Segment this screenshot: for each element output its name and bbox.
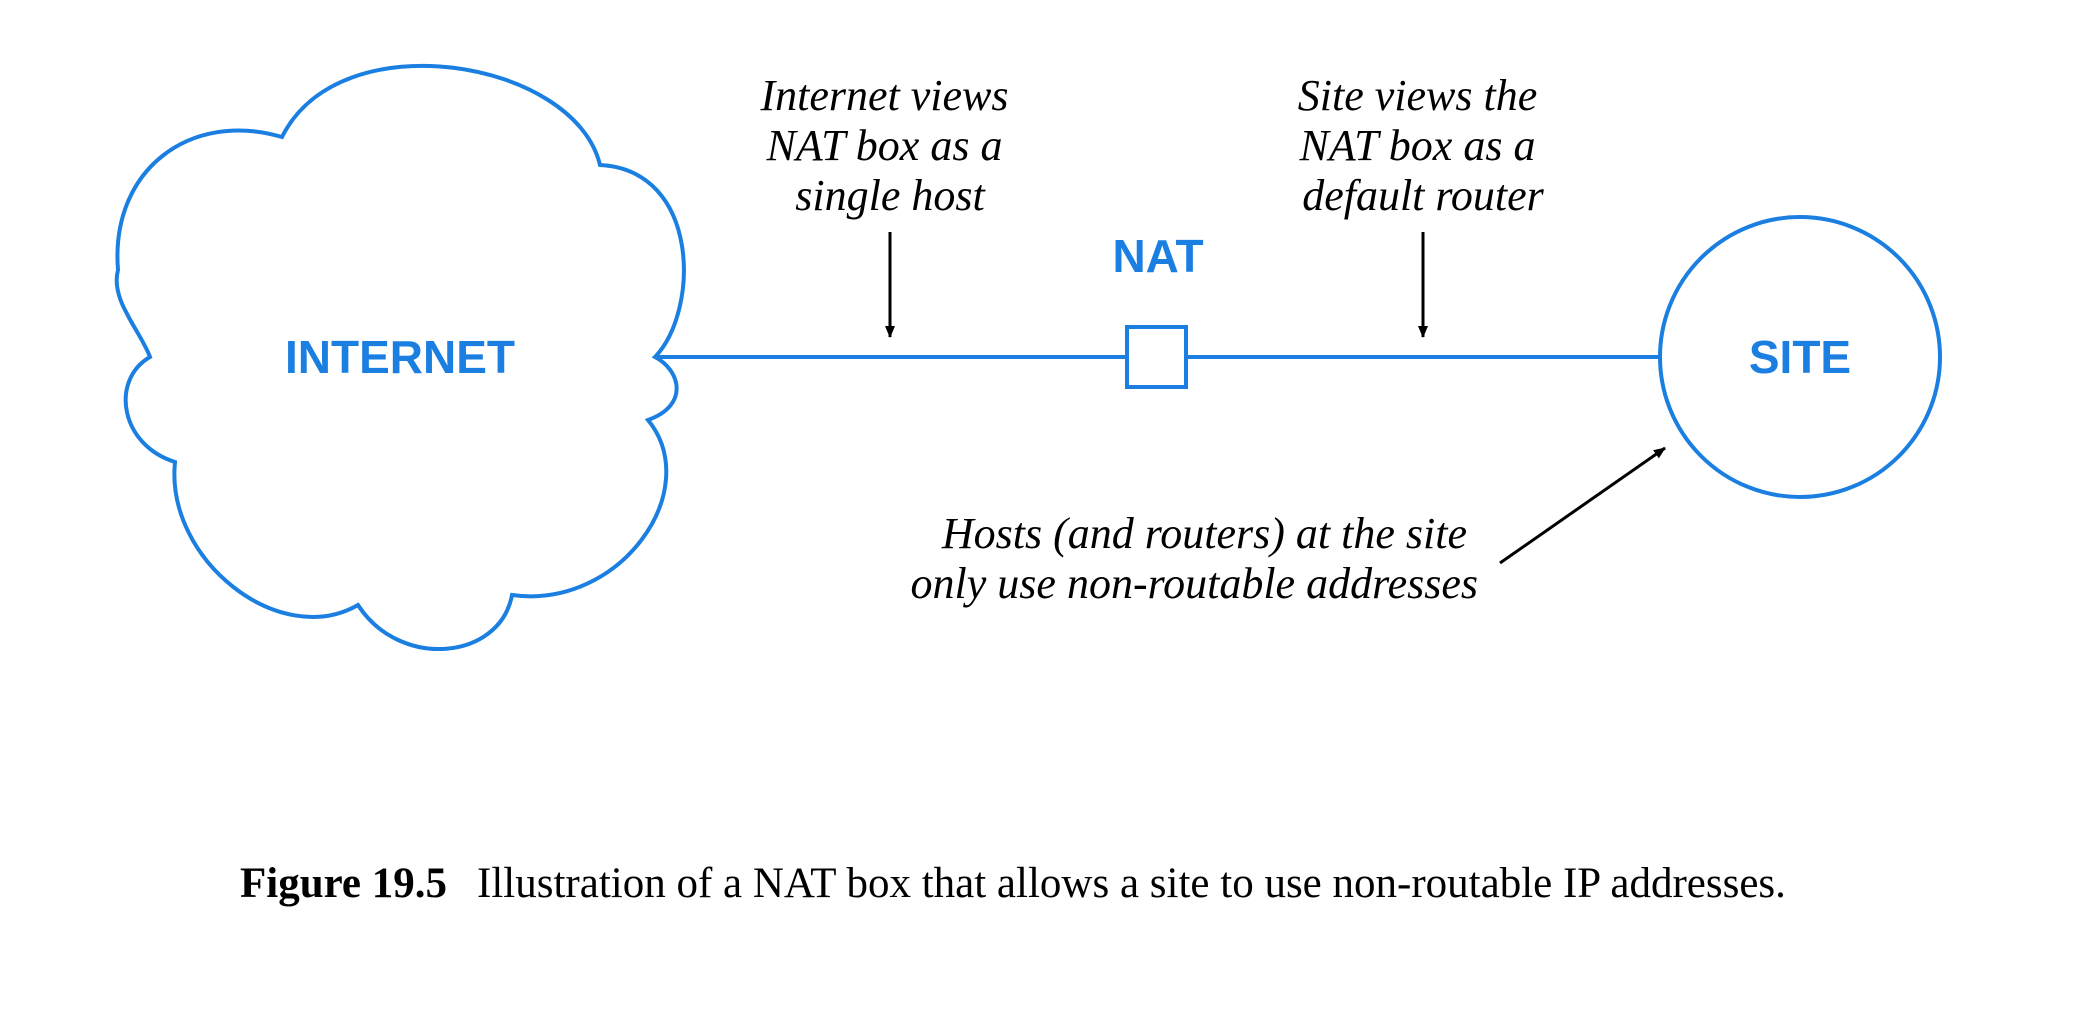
figure-number: Figure 19.5 [240, 860, 448, 907]
site-circle [1658, 215, 1942, 499]
nat-box [1125, 325, 1188, 389]
hosts-annotation: Hosts (and routers) at the site only use… [911, 509, 1478, 608]
internet-cloud [114, 63, 686, 651]
hosts-line-2: only use non-routable addresses [911, 559, 1478, 608]
site-view-line-2: NAT box as a [1299, 121, 1536, 170]
site-view-line-3: default router [1302, 171, 1544, 220]
figure-caption-text: Illustration of a NAT box that allows a … [477, 860, 1786, 907]
internet-view-annotation: Internet views NAT box as a single host [759, 71, 1019, 220]
internet-view-line-3: single host [795, 171, 986, 220]
figure-caption: Figure 19.5 Illustration of a NAT box th… [240, 855, 1860, 912]
site-label: SITE [1749, 331, 1851, 383]
site-view-annotation: Site views the NAT box as a default rout… [1298, 71, 1549, 220]
internet-label: INTERNET [285, 331, 515, 383]
internet-view-line-1: Internet views [759, 71, 1008, 120]
internet-view-line-2: NAT box as a [766, 121, 1003, 170]
hosts-line-1: Hosts (and routers) at the site [941, 509, 1467, 558]
hosts-arrow [1499, 446, 1666, 565]
nat-label: NAT [1112, 230, 1203, 282]
site-view-line-1: Site views the [1298, 71, 1538, 120]
